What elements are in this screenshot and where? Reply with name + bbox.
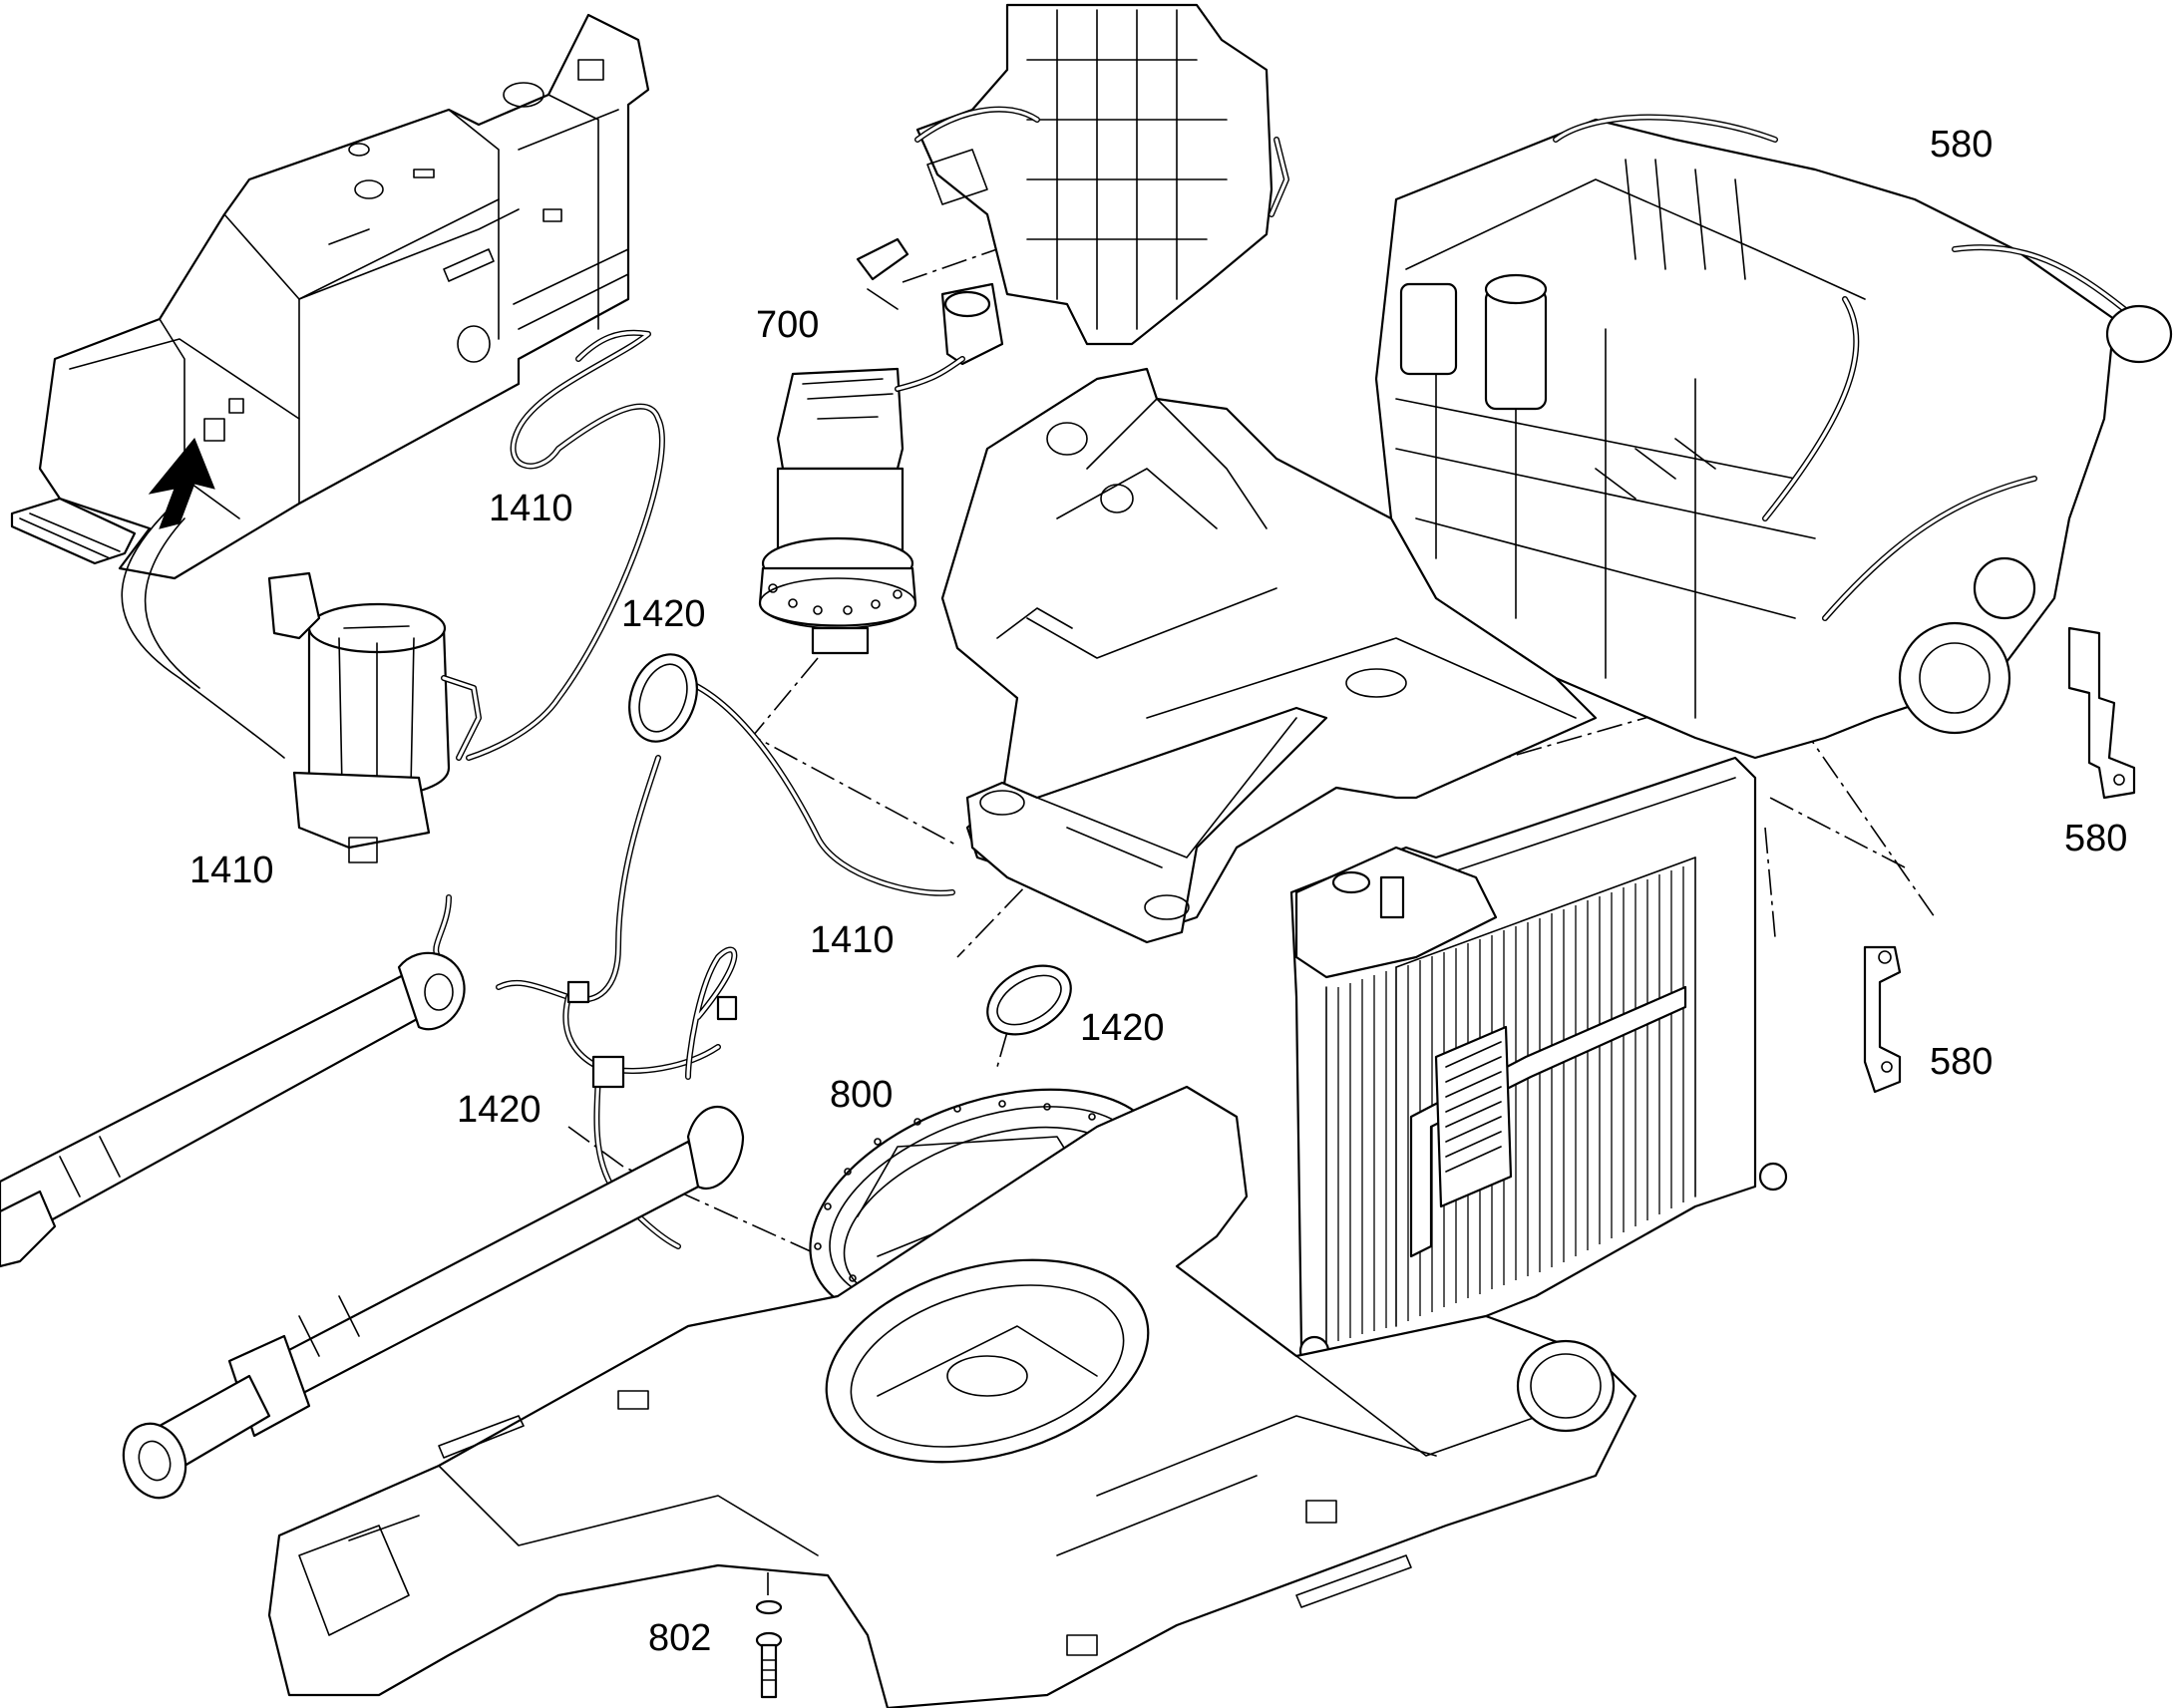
callout-580-engine: 580	[1930, 124, 1993, 166]
callout-580-bracket-lower: 580	[1930, 1041, 1993, 1083]
main-frame	[940, 367, 1598, 944]
callout-800-slewing-ring: 800	[830, 1074, 893, 1116]
lower-carbody	[267, 1085, 1637, 1708]
boom-cylinder-lower	[122, 1105, 745, 1500]
callout-1410-tank: 1410	[189, 850, 274, 891]
radiator	[1289, 756, 1788, 1407]
callout-1420-lower: 1420	[457, 1089, 542, 1131]
direction-arrow	[148, 438, 215, 529]
callout-802-bolt: 802	[648, 1617, 711, 1659]
engine	[1374, 114, 2173, 760]
swing-motor	[758, 237, 1004, 655]
engine-bracket-lower	[1863, 945, 1902, 1094]
engine-bracket-upper	[2067, 626, 2136, 800]
callout-700-swing-motor: 700	[756, 304, 819, 346]
upper-frame-cab	[10, 13, 650, 759]
callout-labels: 580 580 580 700 1410 1410 1410 1420 1420…	[189, 124, 2127, 1659]
hydraulic-tank	[267, 571, 482, 863]
wiring-harness	[433, 329, 955, 1249]
callout-1410-harness: 1410	[489, 488, 573, 529]
seal-ring-lower	[986, 964, 1072, 1036]
control-valve-block	[914, 3, 1289, 346]
callout-1420-ring: 1420	[1080, 1007, 1165, 1049]
callout-1410-cable: 1410	[810, 919, 895, 961]
boom-cylinder-upper	[0, 951, 466, 1268]
callout-580-bracket-upper: 580	[2064, 818, 2127, 859]
callout-1420-upper: 1420	[621, 593, 706, 635]
bolt	[755, 1599, 783, 1699]
seal-ring-upper	[628, 653, 698, 743]
